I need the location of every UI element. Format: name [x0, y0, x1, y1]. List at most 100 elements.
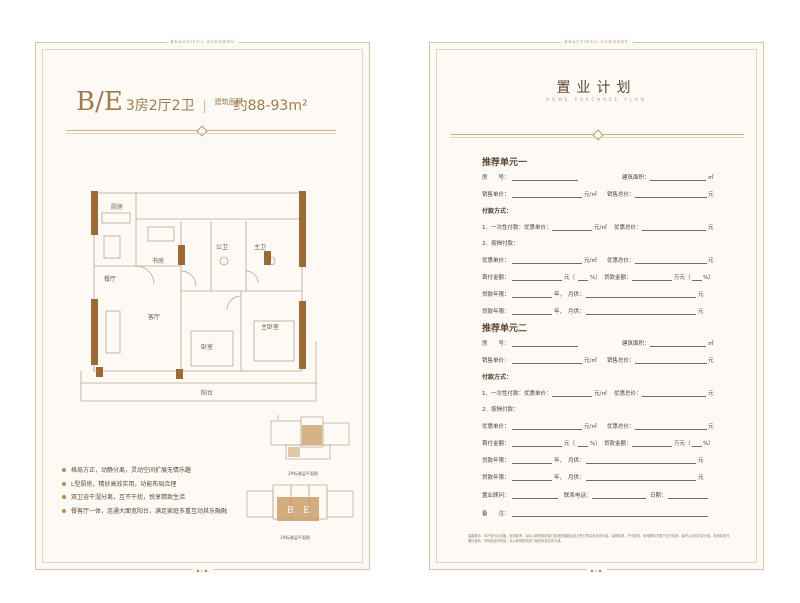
- row-loan-term-2: 贷款年限： 年， 月供： 元: [482, 309, 704, 315]
- down-amount-field[interactable]: [512, 446, 562, 447]
- down-pct-field[interactable]: [578, 280, 588, 281]
- label-master-bath: 主卫: [254, 243, 266, 251]
- total-price-field[interactable]: [635, 363, 707, 364]
- label-living: 客厅: [148, 313, 160, 321]
- row-opt2-price: 优惠单价： 元/㎡ 优惠总价： 元: [482, 424, 714, 430]
- feature-list: 格局方正，动静分离，灵动空间扩展无情乐趣 L型厨房，精妙高效实用，功能布局合理 …: [62, 464, 227, 518]
- column: [178, 245, 185, 265]
- unit-price-field[interactable]: [512, 197, 582, 198]
- monthly-field[interactable]: [586, 480, 696, 481]
- floor-plan-drawing: 厨房 餐厅 书房 公卫 主卫 客厅 卧室 主卧室 阳台: [80, 191, 317, 402]
- outer-wall: [93, 192, 303, 372]
- area-field[interactable]: [650, 346, 706, 347]
- keyplan-bottom: B E: [246, 484, 354, 521]
- area-field[interactable]: [650, 180, 706, 181]
- brand-mark-bottom: ◆◇◆: [586, 568, 607, 573]
- unit-price-field[interactable]: [512, 363, 582, 364]
- title-divider: [66, 125, 336, 137]
- floor-plan-sheet: BEAUTIFUL SCENERY ◆◇◆ B/E 3房2厅2卫 | 建筑面积 …: [35, 39, 370, 573]
- row-opt2-price: 优惠单价： 元/㎡ 优惠总价： 元: [482, 258, 714, 264]
- opt1-price-field[interactable]: [552, 396, 592, 397]
- plan-subtitle: HOME PURCHASE PLAN: [546, 97, 647, 102]
- room-no-field[interactable]: [512, 346, 578, 347]
- unit-rooms: 3房2厅2卫: [125, 98, 195, 114]
- title-divider: [450, 129, 744, 141]
- door-swing: [135, 265, 155, 285]
- section-title-unit-2: 推荐单元二: [482, 324, 528, 334]
- keyplan-bottom-caption: 1#标准层平面图: [280, 535, 310, 540]
- monthly-field[interactable]: [586, 314, 696, 315]
- row-loan-term-1: 贷款年限： 年， 月供： 元: [482, 292, 704, 298]
- loan-amount-field[interactable]: [632, 280, 672, 281]
- dining-table: [103, 235, 121, 259]
- opt1-price-field[interactable]: [552, 230, 592, 231]
- column: [264, 251, 271, 265]
- down-amount-field[interactable]: [512, 280, 562, 281]
- payment-heading: 付款方式：: [482, 208, 513, 215]
- column: [299, 191, 306, 267]
- loan-amount-field[interactable]: [632, 446, 672, 447]
- area-label: 建筑面积: [214, 98, 243, 106]
- opt2-label: 2、按揭付款：: [482, 407, 519, 413]
- loan-years-field[interactable]: [512, 463, 552, 464]
- unit-heading: B/E 3房2厅2卫 | 建筑面积 约88-93m²: [76, 87, 308, 117]
- label-kitchen: 厨房: [111, 203, 123, 211]
- bullet-dot: [62, 481, 66, 486]
- row-opt1: 1、一次性付款：优惠单价： 元/㎡ 优惠总价： 元: [482, 391, 714, 397]
- label-public-bath: 公卫: [216, 244, 228, 251]
- keyplan-highlight: [277, 497, 319, 521]
- column: [96, 367, 103, 377]
- column: [176, 369, 183, 379]
- disclaimer-footnote: 温馨提示：本户型为示意图，仅供参考，实际以政府相关部门批准的图纸及双方签订的买卖…: [468, 534, 730, 543]
- unit-type: B/E: [76, 87, 123, 117]
- opt2-label: 2、按揭付款：: [482, 241, 519, 247]
- feature-item: 格局方正，动静分离，灵动空间扩展无情乐趣: [62, 464, 227, 478]
- opt1-total-field[interactable]: [642, 230, 706, 231]
- phone-field[interactable]: [592, 498, 646, 499]
- loan-years-field[interactable]: [512, 480, 552, 481]
- loan-pct-field[interactable]: [692, 280, 702, 281]
- disc-total-field[interactable]: [635, 263, 707, 264]
- loan-years-field[interactable]: [512, 297, 552, 298]
- feature-item: L型厨房，精妙高效实用，功能布局合理: [62, 478, 227, 492]
- consultant-field[interactable]: [512, 498, 558, 499]
- toilet: [219, 256, 229, 266]
- monthly-field[interactable]: [586, 297, 696, 298]
- room-no-field[interactable]: [512, 180, 578, 181]
- keyplan-top-caption: 2#标准层平面图: [288, 471, 318, 476]
- row-room-area: 房 号： 建筑面积： ㎡: [482, 341, 714, 347]
- loan-pct-field[interactable]: [692, 446, 702, 447]
- divider-diamond: [592, 129, 604, 141]
- label-dining: 餐厅: [104, 275, 116, 283]
- bed: [190, 330, 234, 367]
- note-field[interactable]: [512, 516, 708, 517]
- total-price-field[interactable]: [635, 197, 707, 198]
- row-price: 销售单价： 元/㎡ 销售总价： 元: [482, 192, 714, 198]
- feature-item: 双卫浴干湿分离，互不干扰，悦享精致生活: [62, 491, 227, 505]
- opt1-total-field[interactable]: [642, 396, 706, 397]
- disc-price-field[interactable]: [512, 429, 582, 430]
- row-down-payment: 首付金额： 元（ %） 贷款金额： 万元（ %）: [482, 275, 714, 281]
- brand-mark: BEAUTIFUL SCENERY: [560, 39, 633, 44]
- row-loan-term-1: 贷款年限： 年， 月供： 元: [482, 458, 704, 464]
- label-bedroom: 卧室: [201, 343, 213, 351]
- keyplan-top: [270, 415, 350, 460]
- plan-title: 置业计划: [556, 80, 637, 96]
- keyplan-highlight: [302, 425, 322, 445]
- divider-diamond: [196, 125, 208, 137]
- keyplan-mark-e: E: [303, 506, 310, 516]
- master-bed: [253, 320, 295, 362]
- bullet-dot: [62, 468, 66, 472]
- disc-price-field[interactable]: [512, 263, 582, 264]
- column: [299, 301, 306, 369]
- kitchen-counter: [101, 212, 131, 224]
- down-pct-field[interactable]: [578, 446, 588, 447]
- sofa: [105, 310, 121, 354]
- monthly-field[interactable]: [586, 463, 696, 464]
- column: [91, 299, 98, 365]
- date-field[interactable]: [668, 498, 708, 499]
- label-balcony: 阳台: [201, 389, 213, 397]
- row-note: 备 注：: [482, 509, 714, 517]
- disc-total-field[interactable]: [635, 429, 707, 430]
- loan-years-field[interactable]: [512, 314, 552, 315]
